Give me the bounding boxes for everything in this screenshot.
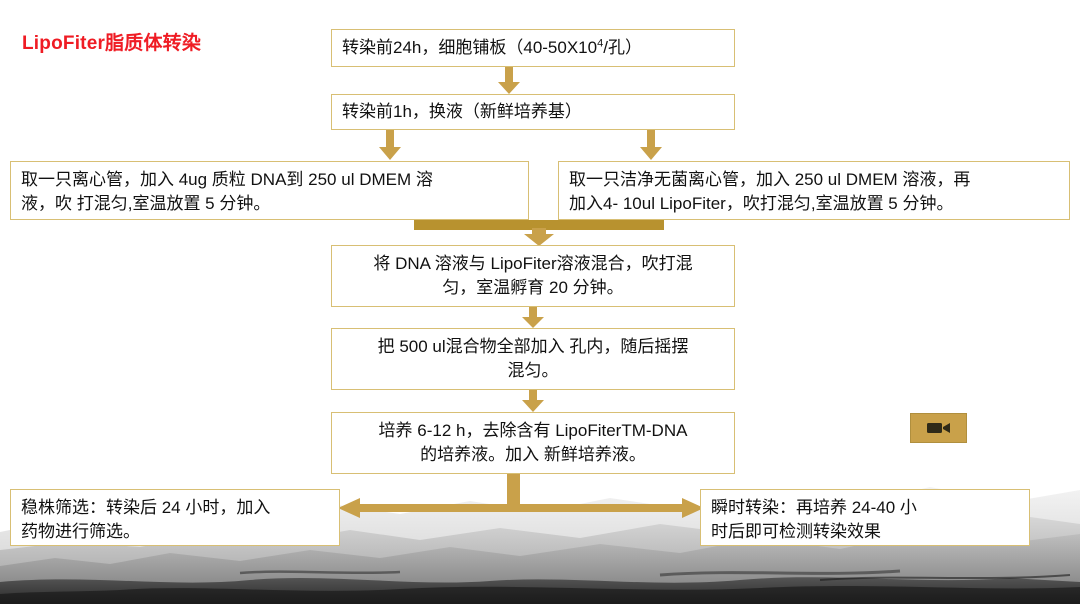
step-lipofiter-tube-line1: 取一只洁净无菌离心管，加入 250 ul DMEM 溶液，再	[569, 170, 971, 189]
superscript-exponent: 4	[597, 37, 604, 50]
step-lipofiter-tube: 取一只洁净无菌离心管，加入 250 ul DMEM 溶液，再 加入4- 10ul…	[558, 161, 1070, 220]
step-culture-replace-line2: 的培养液。加入 新鲜培养液。	[420, 445, 646, 465]
connector-bidirectional-branch	[336, 474, 706, 524]
step-dna-tube-line1: 取一只离心管，加入 4ug 质粒 DNA到 250 ul DMEM 溶	[21, 170, 433, 189]
connector-arrow-medium-to-dna	[375, 130, 405, 161]
step-dna-tube-line2: 液，吹 打混匀,室温放置 5 分钟。	[21, 194, 271, 214]
connector-arrow-well-to-culture	[518, 390, 548, 413]
step-add-to-well: 把 500 ul混合物全部加入 孔内，随后摇摆 混匀。	[331, 328, 735, 390]
outcome-transient-transfection: 瞬时转染：再培养 24-40 小 时后即可检测转染效果	[700, 489, 1030, 546]
connector-arrow-combine-to-well	[518, 307, 548, 329]
outcome-transient-transfection-line1: 瞬时转染：再培养 24-40 小	[711, 498, 917, 517]
outcome-transient-transfection-line2: 时后即可检测转染效果	[711, 522, 881, 542]
outcome-stable-selection-line1: 稳株筛选：转染后 24 小时，加入	[21, 498, 271, 517]
step-change-medium-text: 转染前1h，换液（新鲜培养基）	[342, 101, 582, 121]
outcome-stable-selection: 稳株筛选：转染后 24 小时，加入 药物进行筛选。	[10, 489, 340, 546]
video-camera-icon	[926, 423, 950, 433]
step-combine-solutions-line1: 将 DNA 溶液与 LipoFiter溶液混合，吹打混	[373, 254, 693, 273]
step-culture-replace: 培养 6-12 h，去除含有 LipoFiterTM-DNA 的培养液。加入 新…	[331, 412, 735, 474]
step-lipofiter-tube-line2: 加入4- 10ul LipoFiter，吹打混匀,室温放置 5 分钟。	[569, 194, 954, 214]
video-camera-button[interactable]	[910, 413, 967, 443]
step-cell-plating-text: 转染前24h，细胞铺板（40-50X104/孔）	[342, 37, 642, 57]
step-add-to-well-line1: 把 500 ul混合物全部加入 孔内，随后摇摆	[377, 337, 689, 356]
outcome-stable-selection-line2: 药物进行筛选。	[21, 522, 140, 542]
step-add-to-well-line2: 混匀。	[507, 361, 559, 381]
step-culture-replace-line1: 培养 6-12 h，去除含有 LipoFiterTM-DNA	[378, 421, 688, 440]
step-combine-solutions-line2: 匀，室温孵育 20 分钟。	[442, 278, 624, 298]
connector-merge-to-combine	[414, 220, 664, 247]
step-combine-solutions: 将 DNA 溶液与 LipoFiter溶液混合，吹打混 匀，室温孵育 20 分钟…	[331, 245, 735, 307]
step-change-medium: 转染前1h，换液（新鲜培养基）	[331, 94, 735, 130]
step-dna-tube: 取一只离心管，加入 4ug 质粒 DNA到 250 ul DMEM 溶 液，吹 …	[10, 161, 529, 220]
connector-arrow-medium-to-lipofiter	[636, 130, 666, 161]
connector-arrow-plate-to-medium	[494, 67, 524, 95]
page-title: LipoFiter脂质体转染	[22, 33, 202, 54]
step-cell-plating: 转染前24h，细胞铺板（40-50X104/孔）	[331, 29, 735, 67]
